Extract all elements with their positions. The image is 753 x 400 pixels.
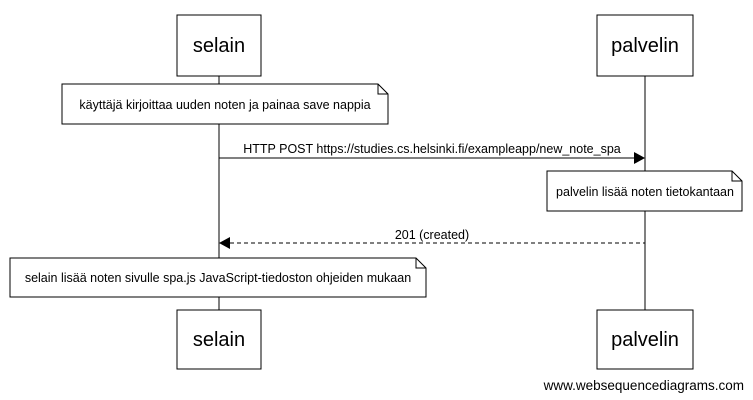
server-actor-bottom-label: palvelin [611,329,679,351]
response-arrowhead [219,237,230,249]
note-server-saves: palvelin lisää noten tietokantaan [546,170,743,212]
watermark-link[interactable]: www.websequencediagrams.com [543,378,744,393]
message-response: 201 (created) [219,228,645,249]
message-post-request-label: HTTP POST https://studies.cs.helsinki.fi… [243,142,621,156]
server-actor-top: palvelin [596,14,694,77]
note-browser-renders: selain lisää noten sivulle spa.js JavaSc… [9,257,427,298]
note-user-action: käyttäjä kirjoittaa uuden noten ja paina… [61,83,389,125]
message-post-request: HTTP POST https://studies.cs.helsinki.fi… [219,142,645,164]
note-user-action-text: käyttäjä kirjoittaa uuden noten ja paina… [79,98,370,112]
note-browser-renders-text: selain lisää noten sivulle spa.js JavaSc… [25,271,411,285]
note-server-saves-text: palvelin lisää noten tietokantaan [556,185,734,199]
browser-actor-bottom: selain [176,309,262,370]
message-response-label: 201 (created) [395,228,469,242]
server-actor-bottom: palvelin [596,309,694,370]
browser-actor-top: selain [176,14,262,77]
post-arrowhead [634,152,645,164]
browser-actor-bottom-label: selain [193,329,245,351]
browser-actor-top-label: selain [193,35,245,57]
server-actor-top-label: palvelin [611,35,679,57]
